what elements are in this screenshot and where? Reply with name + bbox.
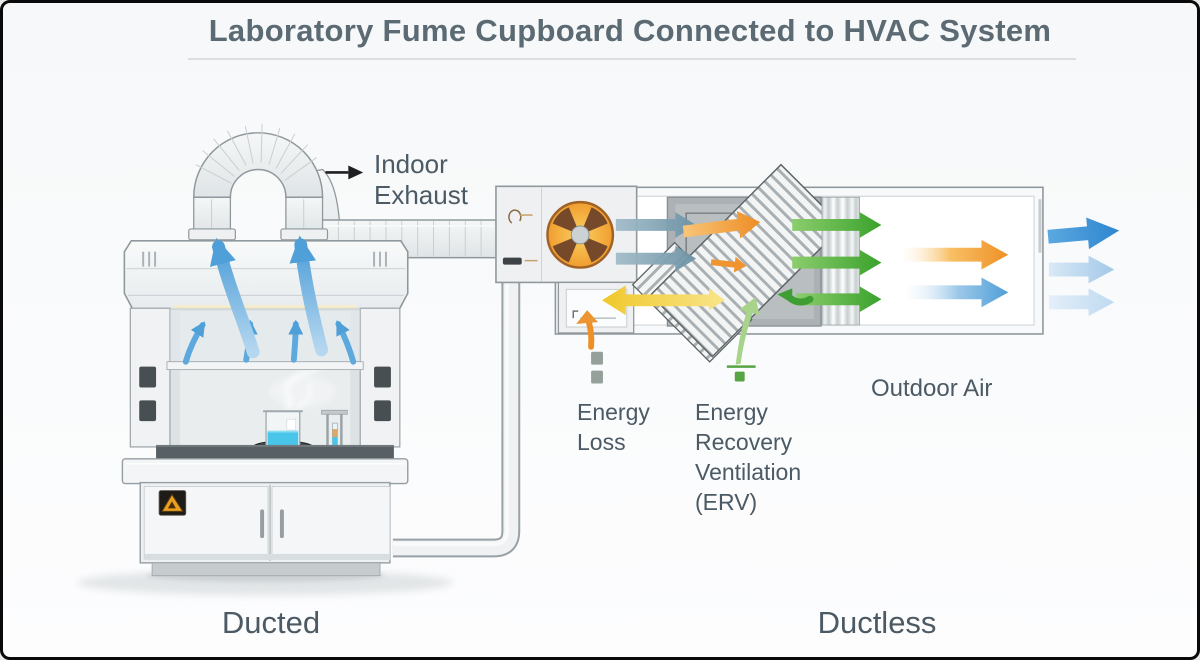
leader-dash-icon (591, 370, 603, 384)
ductless-label: Ductless (817, 605, 937, 640)
steel-arrow-icon (615, 212, 697, 238)
outlet-arrows (1047, 217, 1120, 317)
sash-glass (166, 307, 364, 371)
energy-loss-arrow (576, 310, 603, 384)
connecting-pipe (392, 282, 521, 558)
door-handle-icon (279, 509, 284, 539)
beaker (263, 410, 303, 454)
side-posts (129, 307, 401, 448)
page-title: Laboratory Fume Cupboard Connected to HV… (208, 13, 1052, 48)
control-button-icon (139, 400, 157, 422)
fan-discharge-arrows (615, 212, 697, 272)
blue-up-arrow-icon (289, 235, 328, 357)
green-arrow-icon (796, 286, 882, 313)
fan-icon (546, 200, 615, 269)
heat-transfer-arrow (682, 211, 761, 239)
outlet-arrow-icon (1048, 255, 1115, 284)
hazard-sticker-icon (158, 490, 187, 516)
plinth (151, 562, 381, 577)
work-surface (121, 444, 409, 485)
ducted-label: Ducted (221, 605, 321, 640)
erv-label: Energy Recovery Ventilation (ERV) (695, 399, 802, 515)
title-divider (188, 58, 1076, 60)
blue-up-arrow-icon (288, 319, 304, 363)
blue-up-arrow-icon (335, 320, 357, 365)
outlet-arrow-icon (1048, 288, 1115, 317)
heat-transfer-arrow-small (710, 256, 747, 273)
control-button-icon (139, 366, 157, 388)
exhaust-airflow-arrows (209, 235, 328, 359)
blue-up-arrow-icon (182, 321, 206, 365)
fresh-air-intake-arrow (726, 297, 760, 382)
outdoor-air-label: Outdoor Air (871, 375, 993, 402)
outlet-arrow-icon (1047, 217, 1120, 250)
gauge-icon (508, 209, 522, 224)
control-button-icon (374, 400, 391, 422)
hood-lamp-icon (173, 305, 357, 310)
yellow-return-arrow (601, 285, 725, 316)
canopy (123, 240, 409, 311)
green-arrow-icon (792, 212, 882, 238)
base-cabinet (139, 481, 391, 577)
steel-arrow-icon (615, 245, 697, 272)
orange-supply-arrow-icon (903, 239, 1009, 270)
leader-dash-icon (591, 351, 603, 365)
fume-cupboard (121, 240, 409, 577)
green-arrow-icon (792, 249, 882, 276)
u-duct (188, 123, 329, 241)
energy-loss-label: Energy Loss (577, 399, 650, 455)
illustration (76, 123, 1120, 596)
supply-section-arrows (903, 239, 1009, 308)
green-hook-arrow-icon (786, 294, 814, 306)
fan-unit (495, 185, 638, 284)
leader-dash-icon (734, 371, 745, 382)
control-button-icon (374, 366, 391, 388)
blue-up-arrow-icon (209, 237, 260, 359)
indoor-exhaust-label: Indoor Exhaust (374, 149, 468, 210)
blue-supply-arrow-icon (907, 277, 1009, 308)
vent-slot-icon (502, 257, 522, 265)
indoor-exhaust-arrow-icon (325, 165, 364, 180)
door-handle-icon (260, 509, 265, 539)
vent-slots-icon (142, 251, 387, 267)
green-supply-arrows (777, 212, 882, 313)
